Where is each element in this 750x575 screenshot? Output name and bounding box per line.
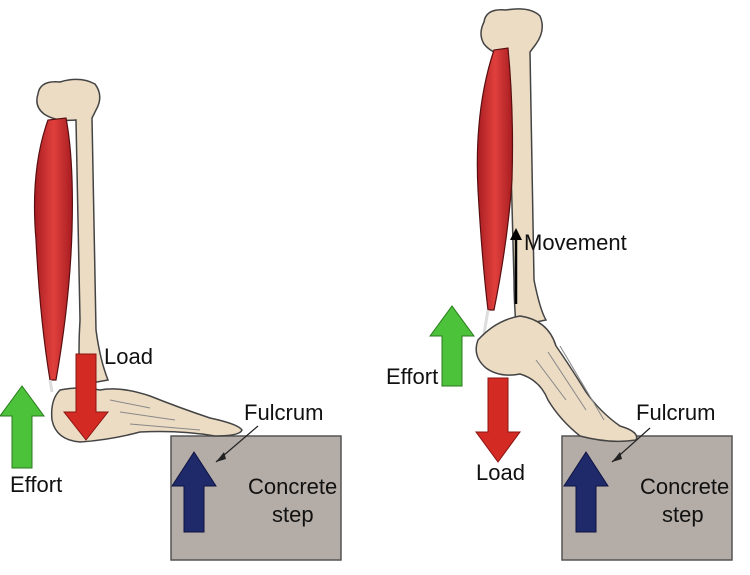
- right-panel: Movement Effort Load Fulcrum Concrete st…: [386, 8, 733, 561]
- left-load-arrow: [62, 353, 110, 441]
- right-effort-label: Effort: [386, 364, 438, 389]
- right-movement-arrow: [510, 228, 522, 304]
- right-effort-arrow: [429, 305, 475, 387]
- left-fulcrum-arrow: [171, 451, 217, 533]
- left-fulcrum-label: Fulcrum: [244, 400, 323, 425]
- right-tendon: [482, 309, 490, 335]
- left-step-label-line2: step: [272, 502, 314, 527]
- left-foot-bones: [50, 387, 243, 443]
- right-movement-label: Movement: [524, 230, 627, 255]
- right-step-label-line1: Concrete: [640, 474, 729, 499]
- left-leg-bone: [36, 78, 110, 386]
- left-load-label: Load: [104, 344, 153, 369]
- right-fulcrum-arrow: [563, 451, 609, 533]
- right-fulcrum-label: Fulcrum: [636, 400, 715, 425]
- right-leg-bone: [480, 8, 548, 327]
- right-calf-muscle: [476, 47, 514, 311]
- left-tendon: [48, 379, 54, 393]
- left-effort-label: Effort: [10, 472, 62, 497]
- right-step-label-line2: step: [662, 502, 704, 527]
- right-load-label: Load: [476, 460, 525, 485]
- left-effort-arrow: [0, 385, 45, 469]
- left-step-label-line1: Concrete: [248, 474, 337, 499]
- left-panel: Load Effort Fulcrum Concrete step: [0, 78, 342, 561]
- left-calf-muscle: [33, 117, 73, 381]
- right-load-arrow: [475, 377, 521, 463]
